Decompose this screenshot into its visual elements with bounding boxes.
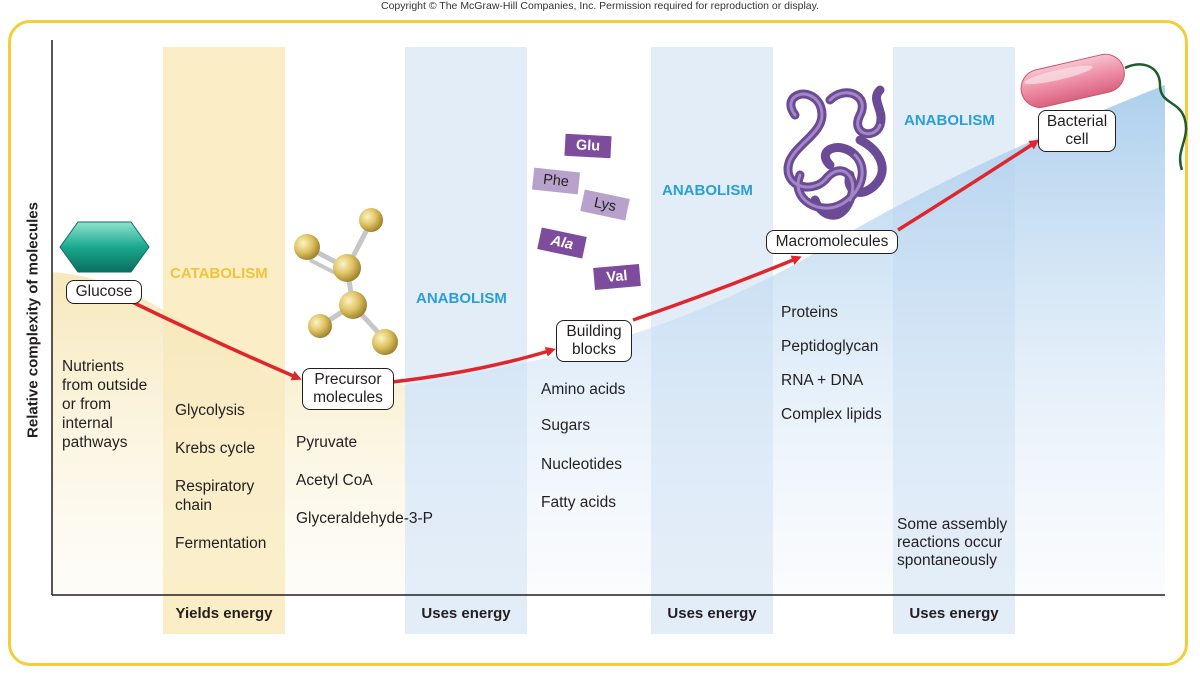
precursor-label-line2: molecules — [313, 389, 383, 406]
macromolecule-item: Complex lipids — [781, 406, 882, 423]
building-label-line1: Building — [566, 323, 622, 340]
precursor-item: Acetyl CoA — [296, 472, 373, 489]
amino-acid-val: Val — [593, 264, 641, 290]
bacterial-cell-node: Bacterial cell — [1038, 110, 1116, 152]
glucose-hexagon-icon — [59, 221, 150, 273]
spontaneous-line: Some assembly — [897, 516, 1008, 533]
nutrients-line: pathways — [62, 434, 128, 451]
macromolecule-item: Proteins — [781, 304, 838, 321]
macromolecule-item: Peptidoglycan — [781, 338, 879, 355]
flagellum-icon — [1124, 63, 1188, 171]
glucose-label: Glucose — [75, 283, 133, 300]
bacterial-cell-icon — [1020, 53, 1125, 108]
spontaneous-line: reactions occur — [897, 534, 1003, 551]
precursor-item: Pyruvate — [296, 434, 358, 451]
building-block-item: Amino acids — [541, 381, 626, 398]
path-macro-cell — [897, 139, 1040, 232]
amino-acid-glu: Glu — [564, 133, 612, 159]
catabolism-step: Respiratory — [175, 478, 255, 495]
nutrients-line: or from — [62, 396, 112, 413]
precursor-node: Precursor molecules — [302, 368, 394, 410]
macromolecules-node: Macromolecules — [766, 230, 898, 254]
y-axis-label: Relative complexity of molecules — [24, 202, 42, 438]
blue-area — [405, 85, 1165, 595]
glucose-node: Glucose — [66, 280, 142, 304]
macromolecule-item: RNA + DNA — [781, 372, 864, 389]
nutrients-line: internal — [62, 415, 113, 432]
spontaneous-note: Some assembly reactions occur spontaneou… — [897, 516, 1007, 570]
yellow-area — [52, 272, 405, 595]
catabolism-step: Glycolysis — [175, 402, 245, 419]
energy-label-yields: Yields energy — [175, 605, 273, 622]
protein-tangle-highlight-icon — [786, 91, 882, 210]
anabolism-label-3: ANABOLISM — [904, 112, 995, 129]
energy-label-uses-3: Uses energy — [909, 605, 999, 622]
anabolism-label-2: ANABOLISM — [662, 182, 753, 199]
building-blocks-node: Building blocks — [556, 320, 632, 362]
nutrients-line: Nutrients — [62, 358, 125, 375]
building-label-line2: blocks — [572, 341, 616, 358]
precursor-molecule-icon — [294, 208, 398, 355]
path-building-macro — [632, 255, 802, 322]
copyright-notice: Copyright © The McGraw-Hill Companies, I… — [380, 0, 820, 12]
catabolism-step: Fermentation — [175, 535, 267, 552]
energy-label-uses-2: Uses energy — [667, 605, 757, 622]
building-block-item: Sugars — [541, 417, 591, 434]
catabolism-step: chain — [175, 497, 213, 514]
path-precursor-building — [391, 346, 556, 384]
nutrients-text: Nutrients from outside or from internal … — [62, 357, 147, 452]
catabolism-label: CATABOLISM — [170, 265, 268, 282]
building-block-item: Nucleotides — [541, 456, 622, 473]
precursor-label-line1: Precursor — [314, 371, 382, 388]
macromolecules-label: Macromolecules — [775, 233, 889, 250]
spontaneous-line: spontaneously — [897, 552, 997, 569]
bacterial-label-line2: cell — [1065, 131, 1089, 148]
anabolism-label-1: ANABOLISM — [416, 290, 507, 307]
precursor-item: Glyceraldehyde-3-P — [296, 510, 433, 527]
nutrients-line: from outside — [62, 377, 148, 394]
bacterial-label-line1: Bacterial — [1046, 113, 1108, 130]
energy-label-uses-1: Uses energy — [421, 605, 511, 622]
path-glucose-precursor — [127, 298, 302, 381]
amino-acid-phe: Phe — [531, 167, 581, 195]
building-block-item: Fatty acids — [541, 494, 616, 511]
catabolism-step: Krebs cycle — [175, 440, 256, 457]
